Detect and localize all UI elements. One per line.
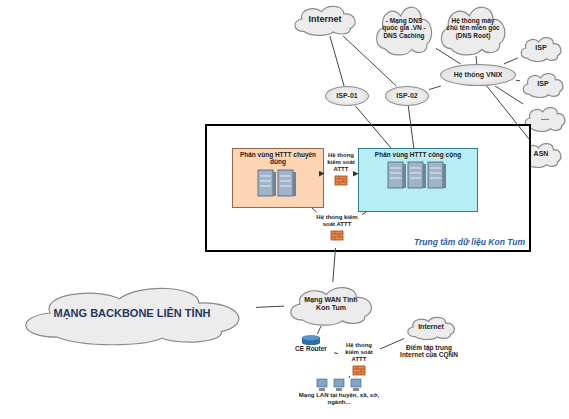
- node-text: ISP-02: [396, 92, 417, 100]
- firewall-node: Hệ thống kiểm soát ATTT: [338, 340, 380, 376]
- isp-cloud: ISP: [518, 34, 564, 62]
- node-text: CE Router: [295, 345, 327, 352]
- dns-cloud: - Mạng DNS quốc gia .VN - DNS Caching: [372, 0, 436, 56]
- data-center-frame: Trung tâm dữ liệu Kon Tum Phân vùng HTTT …: [205, 124, 531, 252]
- text-group: ....: [535, 114, 555, 122]
- text-group: ISP-02: [394, 92, 419, 100]
- router-icon: [301, 334, 321, 345]
- text-group: Hệ thống kiểm soát ATTT: [312, 214, 362, 228]
- node-text: Mạng WAN Tỉnh Kon Tum: [297, 296, 365, 312]
- connector-line: [429, 86, 441, 90]
- node-text: Hệ thống kiểm soát ATTT: [326, 152, 356, 173]
- connector-line: [334, 352, 338, 354]
- node-text: Hệ thống kiểm soát ATTT: [314, 214, 360, 228]
- text-group: Phân vùng HTTT chuyên dùng: [233, 151, 323, 166]
- firewall-node: Hệ thống kiểm soát ATTT: [312, 212, 362, 248]
- text-group: Hệ thống kiểm soát ATTT: [324, 152, 358, 173]
- isp-cloud: ISP: [520, 70, 566, 98]
- internet-cloud: Internet: [404, 314, 458, 340]
- connector-line: [330, 36, 344, 86]
- isp-node: ISP-02: [385, 86, 429, 106]
- node-text: Internet: [308, 14, 341, 24]
- text-group: Phân vùng HTTT công cộng: [373, 151, 463, 158]
- connector-line: [476, 56, 478, 64]
- server-icons: [386, 160, 450, 190]
- connector-line: [516, 80, 520, 82]
- pc-icons: [314, 378, 364, 392]
- text-group: ISP-01: [334, 92, 359, 100]
- node-text: Trung tâm dữ liệu Kon Tum: [414, 238, 525, 248]
- text-group: ASN: [528, 150, 555, 158]
- server-icons: [256, 168, 300, 198]
- text-group: Internet: [410, 323, 452, 331]
- firewall-node: Hệ thống kiểm soát ATTT: [324, 150, 358, 194]
- node-text: Hệ thống kiểm soát ATTT: [340, 342, 378, 363]
- wan-cloud: Mạng WAN Tỉnh Kon Tum: [284, 282, 378, 326]
- text-group: Mạng LAN tại huyện, xã, sở, ngành...: [296, 392, 382, 406]
- connector-line: [333, 248, 336, 282]
- text-group: - Mạng DNS quốc gia .VN - DNS Caching: [372, 17, 436, 39]
- node-text: Phân vùng HTTT chuyên dùng: [235, 151, 321, 166]
- firewall-icon: [330, 230, 344, 241]
- text-group: Hệ thống VNIX: [452, 71, 505, 79]
- connector-line: [504, 58, 518, 64]
- router-node: CE Router: [288, 334, 334, 362]
- node-text: ....: [541, 114, 549, 122]
- firewall-icon: [352, 365, 366, 376]
- node-text: - Mạng DNS quốc gia .VN - DNS Caching: [381, 17, 427, 39]
- isp-node: ISP-01: [325, 86, 369, 106]
- node-text: ASN: [534, 150, 549, 158]
- text-group: Hệ thống kiểm soát ATTT: [338, 342, 380, 363]
- text-group: Trung tâm dữ liệu Kon Tum: [414, 238, 525, 248]
- lan-node: Mạng LAN tại huyện, xã, sở, ngành...: [296, 378, 382, 417]
- dns-root-cloud: Hệ thống máy chủ tên miền gốc (DNS Root): [436, 0, 510, 56]
- node-text: ISP: [537, 80, 548, 88]
- firewall-icon: [334, 175, 348, 186]
- note-label: Điểm tập trung Internet của CQNN: [396, 344, 462, 359]
- text-group: CE Router: [295, 345, 327, 352]
- text-group: Mạng WAN Tỉnh Kon Tum: [284, 296, 378, 312]
- exchange-node: Hệ thống VNIX: [440, 64, 516, 86]
- backbone-cloud: MẠNG BACKBONE LIÊN TỈNH: [8, 280, 256, 346]
- node-text: MẠNG BACKBONE LIÊN TỈNH: [53, 307, 210, 320]
- node-text: Hệ thống VNIX: [454, 71, 503, 79]
- text-group: MẠNG BACKBONE LIÊN TỈNH: [18, 307, 245, 320]
- node-text: Internet: [418, 323, 444, 331]
- internet-cloud: Internet: [290, 2, 360, 36]
- connector-line: [495, 86, 523, 104]
- connector-line: [380, 339, 404, 349]
- connector-line: [349, 376, 350, 378]
- node-text: Hệ thống máy chủ tên miền gốc (DNS Root): [446, 17, 500, 39]
- text-group: ISP: [531, 80, 554, 88]
- node-text: Mạng LAN tại huyện, xã, sở, ngành...: [296, 392, 382, 406]
- connector-line: [256, 306, 284, 307]
- zone-box: Phân vùng HTTT chuyên dùng: [232, 148, 324, 208]
- text-group: Hệ thống máy chủ tên miền gốc (DNS Root): [436, 17, 510, 39]
- node-text: ISP-01: [336, 92, 357, 100]
- node-text: ISP: [535, 44, 546, 52]
- text-group: Internet: [298, 14, 351, 24]
- zone-box: Phân vùng HTTT công cộng: [358, 148, 478, 212]
- connector-line: [317, 326, 321, 334]
- node-text: Phân vùng HTTT công cộng: [375, 151, 461, 158]
- text-group: ISP: [529, 44, 552, 52]
